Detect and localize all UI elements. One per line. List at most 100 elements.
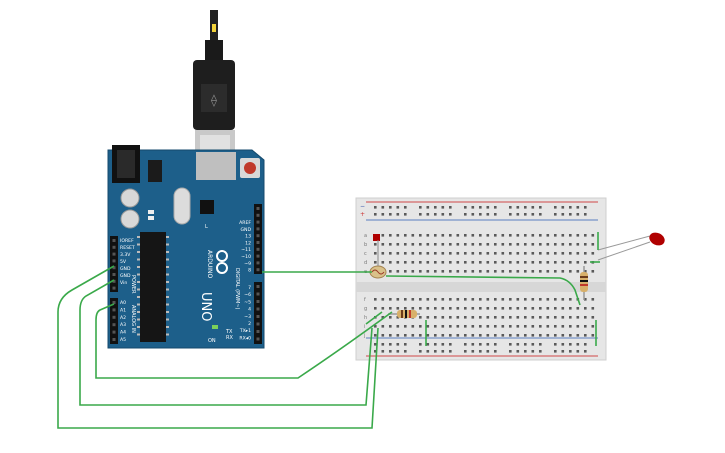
breadboard-hole[interactable] xyxy=(509,325,512,328)
breadboard-hole[interactable] xyxy=(539,252,542,255)
breadboard-hole[interactable] xyxy=(584,334,587,337)
breadboard-hole[interactable] xyxy=(396,206,400,209)
breadboard-hole[interactable] xyxy=(501,243,505,246)
breadboard-hole[interactable] xyxy=(381,234,385,237)
breadboard-hole[interactable] xyxy=(509,334,512,337)
breadboard-hole[interactable] xyxy=(381,316,385,319)
breadboard-hole[interactable] xyxy=(389,316,392,319)
breadboard-hole[interactable] xyxy=(464,252,467,255)
breadboard-hole[interactable] xyxy=(389,343,392,346)
breadboard-hole[interactable] xyxy=(486,213,490,216)
breadboard-hole[interactable] xyxy=(441,252,445,255)
breadboard-hole[interactable] xyxy=(546,298,550,301)
resistor-2[interactable] xyxy=(580,266,588,300)
breadboard-hole[interactable] xyxy=(449,234,452,237)
breadboard-hole[interactable] xyxy=(404,234,407,237)
breadboard-hole[interactable] xyxy=(404,206,407,209)
breadboard-hole[interactable] xyxy=(419,213,422,216)
breadboard-hole[interactable] xyxy=(486,298,490,301)
breadboard-hole[interactable] xyxy=(539,316,542,319)
breadboard-hole[interactable] xyxy=(396,325,400,328)
breadboard-hole[interactable] xyxy=(441,243,445,246)
breadboard-hole[interactable] xyxy=(449,307,452,310)
breadboard-hole[interactable] xyxy=(426,252,430,255)
breadboard-hole[interactable] xyxy=(561,325,565,328)
breadboard-hole[interactable] xyxy=(479,298,482,301)
breadboard-hole[interactable] xyxy=(479,325,482,328)
breadboard-hole[interactable] xyxy=(404,298,407,301)
breadboard-hole[interactable] xyxy=(441,206,445,209)
breadboard-hole[interactable] xyxy=(584,325,587,328)
breadboard-hole[interactable] xyxy=(576,213,580,216)
breadboard-hole[interactable] xyxy=(486,270,490,273)
breadboard-hole[interactable] xyxy=(449,213,452,216)
breadboard-hole[interactable] xyxy=(546,261,550,264)
breadboard-hole[interactable] xyxy=(524,316,527,319)
breadboard-hole[interactable] xyxy=(494,307,497,310)
breadboard-hole[interactable] xyxy=(516,243,520,246)
breadboard-hole[interactable] xyxy=(539,350,542,353)
breadboard-hole[interactable] xyxy=(554,307,557,310)
breadboard-hole[interactable] xyxy=(584,234,587,237)
breadboard-hole[interactable] xyxy=(569,252,572,255)
breadboard-hole[interactable] xyxy=(464,316,467,319)
breadboard-hole[interactable] xyxy=(591,243,595,246)
breadboard-hole[interactable] xyxy=(524,243,527,246)
breadboard-hole[interactable] xyxy=(576,270,580,273)
breadboard-hole[interactable] xyxy=(494,325,497,328)
breadboard-hole[interactable] xyxy=(464,343,467,346)
breadboard-hole[interactable] xyxy=(449,243,452,246)
led[interactable] xyxy=(597,230,667,261)
breadboard-hole[interactable] xyxy=(494,350,497,353)
breadboard-hole[interactable] xyxy=(479,234,482,237)
breadboard-hole[interactable] xyxy=(591,234,595,237)
breadboard-hole[interactable] xyxy=(569,298,572,301)
breadboard-hole[interactable] xyxy=(411,325,415,328)
breadboard-hole[interactable] xyxy=(539,343,542,346)
breadboard-hole[interactable] xyxy=(479,316,482,319)
header-hole[interactable] xyxy=(112,245,116,249)
breadboard-hole[interactable] xyxy=(554,298,557,301)
breadboard-hole[interactable] xyxy=(524,270,527,273)
breadboard-hole[interactable] xyxy=(516,307,520,310)
header-hole[interactable] xyxy=(256,300,260,303)
breadboard-hole[interactable] xyxy=(471,243,475,246)
breadboard-hole[interactable] xyxy=(374,298,377,301)
breadboard-hole[interactable] xyxy=(509,307,512,310)
breadboard-hole[interactable] xyxy=(464,206,467,209)
breadboard-hole[interactable] xyxy=(486,307,490,310)
breadboard-hole[interactable] xyxy=(449,252,452,255)
breadboard-hole[interactable] xyxy=(516,350,520,353)
breadboard-hole[interactable] xyxy=(509,298,512,301)
breadboard-hole[interactable] xyxy=(381,213,385,216)
breadboard-hole[interactable] xyxy=(471,213,475,216)
breadboard-hole[interactable] xyxy=(389,270,392,273)
breadboard-hole[interactable] xyxy=(374,350,377,353)
breadboard-hole[interactable] xyxy=(554,270,557,273)
breadboard-hole[interactable] xyxy=(404,334,407,337)
breadboard-hole[interactable] xyxy=(539,206,542,209)
breadboard-hole[interactable] xyxy=(471,206,475,209)
breadboard-hole[interactable] xyxy=(419,206,422,209)
breadboard-hole[interactable] xyxy=(516,213,520,216)
header-hole[interactable] xyxy=(256,220,260,224)
breadboard-hole[interactable] xyxy=(441,261,445,264)
breadboard-hole[interactable] xyxy=(509,343,512,346)
breadboard-hole[interactable] xyxy=(419,316,422,319)
breadboard-hole[interactable] xyxy=(426,325,430,328)
breadboard-hole[interactable] xyxy=(456,270,460,273)
header-hole[interactable] xyxy=(112,301,116,304)
breadboard-hole[interactable] xyxy=(464,307,467,310)
breadboard-hole[interactable] xyxy=(501,334,505,337)
header-hole[interactable] xyxy=(256,268,260,272)
header-hole[interactable] xyxy=(256,213,260,217)
breadboard-hole[interactable] xyxy=(441,270,445,273)
breadboard-hole[interactable] xyxy=(561,234,565,237)
breadboard-hole[interactable] xyxy=(456,252,460,255)
breadboard-hole[interactable] xyxy=(426,234,430,237)
breadboard-hole[interactable] xyxy=(591,316,595,319)
breadboard-hole[interactable] xyxy=(456,307,460,310)
breadboard-hole[interactable] xyxy=(396,234,400,237)
breadboard-hole[interactable] xyxy=(554,206,557,209)
breadboard-hole[interactable] xyxy=(449,298,452,301)
